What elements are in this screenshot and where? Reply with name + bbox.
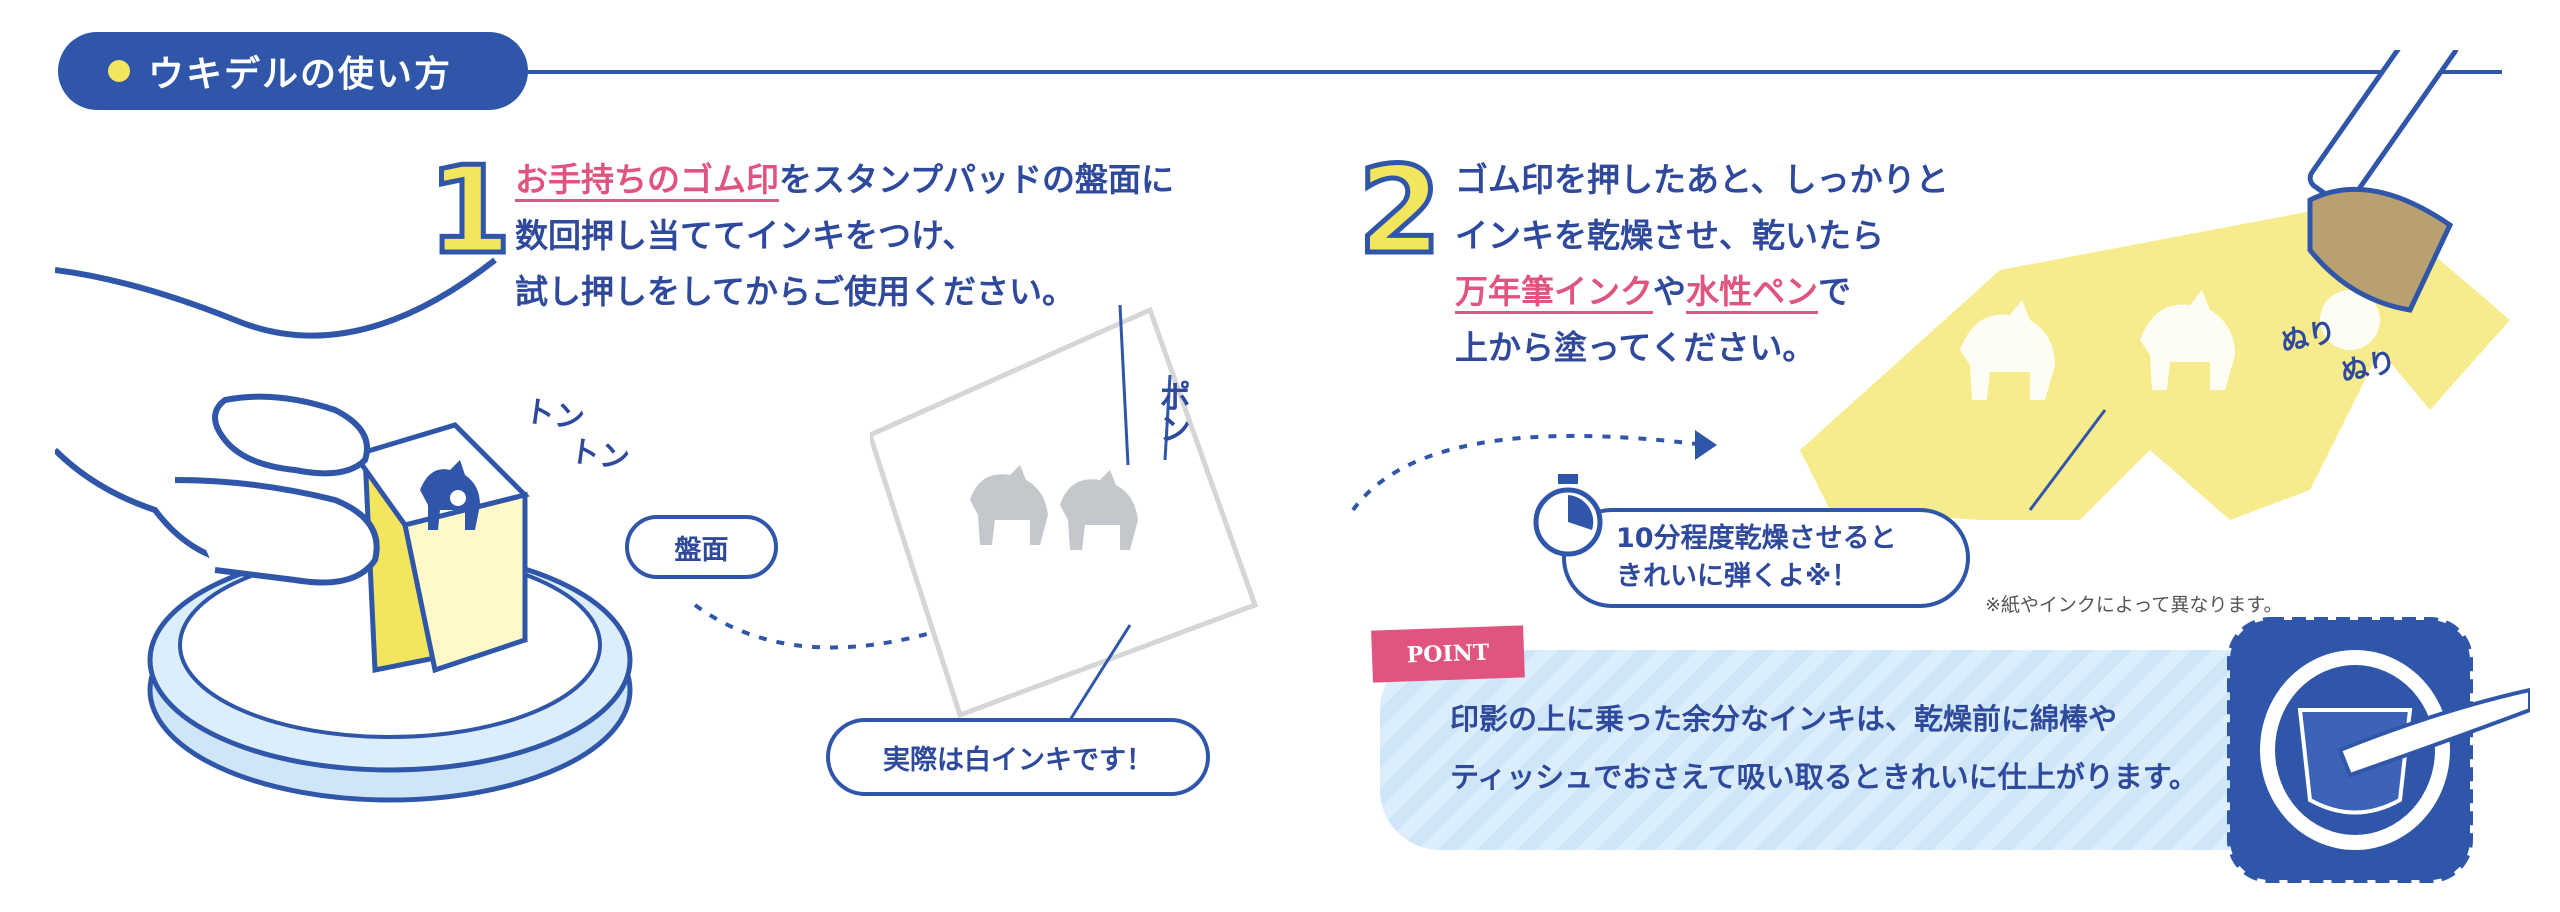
- point-line1: 印影の上に乗った余分なインキは、乾燥前に綿棒や: [1450, 702, 2118, 736]
- point-tag: POINT: [1371, 625, 1525, 683]
- brush-handle-icon: [2307, 50, 2459, 207]
- sfx-pon: ポン: [1154, 380, 1192, 444]
- brush-bristle-icon: [2307, 186, 2454, 313]
- point-text: 印影の上に乗った余分なインキは、乾燥前に綿棒や ティッシュでおさえて吸い取るとき…: [1450, 690, 2198, 806]
- footnote: ※紙やインクによって異なります。: [1985, 594, 2283, 616]
- step-number-1: 1: [426, 142, 514, 281]
- horse-stamp-icon: [420, 460, 480, 530]
- step2-line2: インキを乾燥させ、乾いたら: [1455, 216, 1884, 255]
- sfx-ton-2: トン: [567, 433, 632, 477]
- bullet-dot-icon: [108, 60, 130, 82]
- surface-label: 盤面: [674, 534, 729, 566]
- paper-sheet-icon: [870, 306, 1259, 719]
- cup-stamp-illustration: [2227, 617, 2530, 883]
- step2-line4: 上から塗ってください。: [1455, 328, 1816, 367]
- step1-text: お手持ちのゴム印をスタンプパッドの盤面に 数回押し当ててインキをつけ、 試し押し…: [515, 152, 1174, 320]
- finger-icon: [212, 393, 370, 477]
- paint-illustration: [1800, 50, 2510, 520]
- step2-text: ゴム印を押したあと、しっかりと インキを乾燥させ、乾いたら 万年筆インクや水性ペ…: [1455, 152, 1949, 376]
- dry-time-line1: 10分程度乾燥させると: [1616, 523, 1897, 554]
- surface-label-bubble: 盤面: [625, 515, 778, 579]
- step1-line2: 数回押し当ててインキをつけ、: [515, 216, 976, 255]
- section-title: ウキデルの使い方: [148, 54, 453, 95]
- cotton-swab-icon: [2337, 687, 2530, 778]
- step2-highlight-2: 水性ペン: [1686, 272, 1818, 311]
- dry-time-line2: きれいに弾くよ※！: [1616, 561, 1859, 592]
- step2-line1: ゴム印を押したあと、しっかりと: [1455, 160, 1949, 199]
- hand-outline-icon: [55, 257, 497, 339]
- paper-sample-illustration: [870, 305, 1259, 719]
- step1-line1-rest: をスタンプパッドの盤面に: [779, 160, 1175, 199]
- step2-line3-end: で: [1818, 272, 1851, 311]
- step2-highlight-1: 万年筆インク: [1455, 272, 1653, 311]
- step-number-2: 2: [1356, 142, 1444, 281]
- dry-time-bubble: 10分程度乾燥させると きれいに弾くよ※！: [1562, 508, 1970, 608]
- section-title-pill: ウキデルの使い方: [58, 32, 528, 110]
- point-panel: [1380, 650, 2330, 850]
- step1-line3: 試し押しをしてからご使用ください。: [515, 272, 1076, 311]
- pointer-line-1: [1068, 624, 1132, 721]
- timer-icon: [1533, 474, 1603, 557]
- step2-line3-mid: や: [1653, 272, 1686, 311]
- title-divider: [520, 70, 2502, 74]
- step1-highlight: お手持ちのゴム印: [515, 160, 779, 199]
- white-ink-bubble: 実際は白インキです！: [826, 718, 1210, 796]
- gray-horse-icon: [970, 465, 1138, 550]
- point-line2: ティッシュでおさえて吸い取るときれいに仕上がります。: [1450, 760, 2198, 794]
- thumb-icon: [174, 477, 380, 586]
- white-ink-label: 実際は白インキです！: [883, 744, 1153, 776]
- dashed-arrow-2: [1351, 430, 1717, 512]
- white-horse-icon: [1960, 290, 2380, 400]
- hand-stamp-illustration: [55, 257, 633, 803]
